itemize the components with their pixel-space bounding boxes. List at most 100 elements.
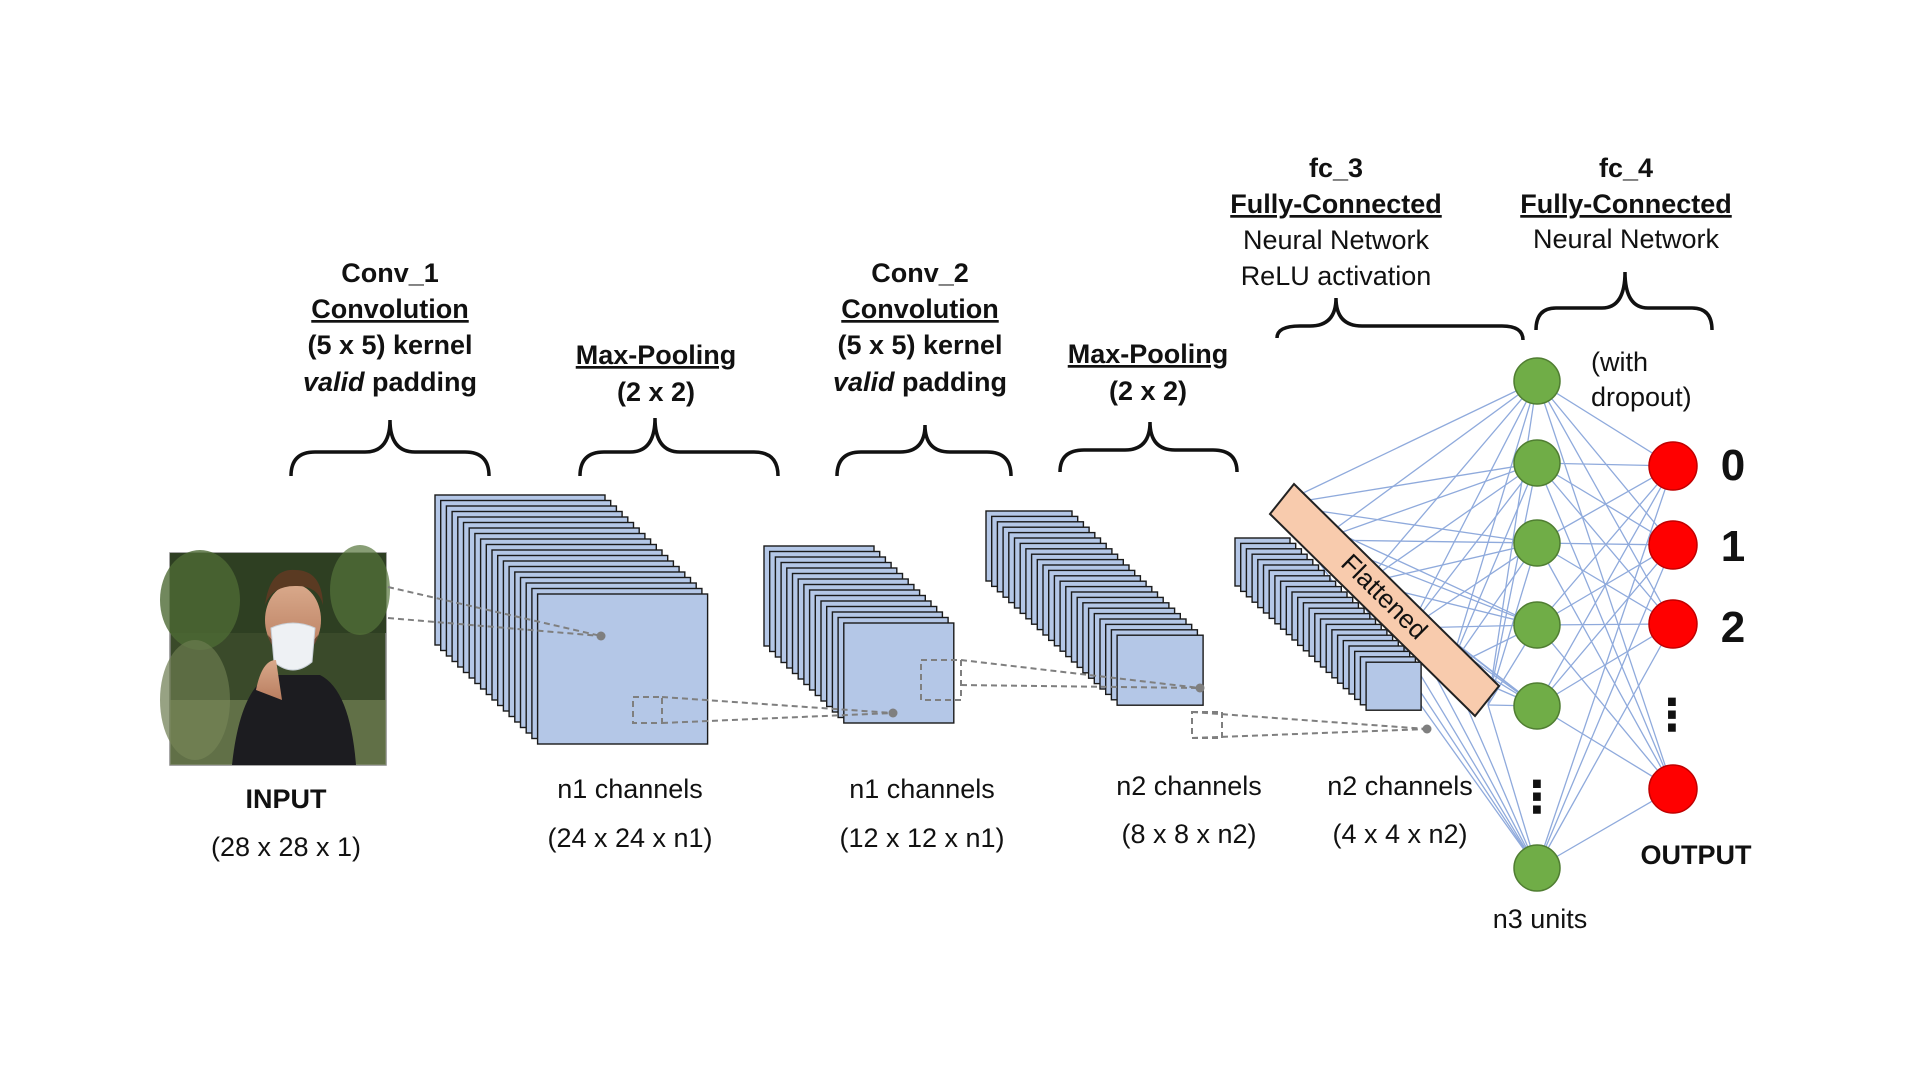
brace-pool1: [578, 417, 780, 477]
dropout-note-line2: dropout): [1591, 382, 1692, 412]
projection-input-bottom: [387, 617, 602, 637]
fc4-header: fc_4 Fully-Connected Neural Network (wit…: [1520, 153, 1732, 412]
projection-map3-top: [1191, 711, 1428, 730]
link-flatten-hidden: [1409, 462, 1538, 629]
link-hidden-output: [1536, 465, 1674, 869]
conv2-name: Conv_2: [871, 258, 969, 288]
projection-map2-top: [960, 659, 1201, 689]
conv2-maps-sheet: [1116, 634, 1204, 706]
map4-size: (4 x 4 x n2): [1332, 819, 1467, 849]
projection-map1-top: [661, 696, 894, 714]
link-flatten-hidden: [1319, 380, 1538, 541]
fc3-name: fc_3: [1309, 153, 1363, 183]
hidden-unit-3: [1513, 519, 1561, 567]
pool1-header: Max-Pooling (2 x 2): [576, 340, 737, 407]
output-ellipsis: ⋮: [1650, 691, 1694, 740]
conv2-header: Conv_2 Convolution (5 x 5) kernel valid …: [833, 258, 1007, 397]
conv2-padding-rest: padding: [895, 367, 1007, 397]
link-flatten-hidden: [1449, 542, 1538, 669]
kernel-box-map1: [632, 696, 663, 724]
link-hidden-output: [1536, 705, 1674, 790]
link-hidden-output: [1536, 380, 1674, 467]
brace-fc4: [1534, 271, 1714, 331]
conv2-padding: valid padding: [833, 367, 1007, 397]
output-unit-3: [1648, 599, 1698, 649]
link-flatten-hidden: [1487, 542, 1538, 706]
link-flatten-hidden: [1277, 462, 1538, 506]
map4-labels: n2 channels (4 x 4 x n2): [1327, 771, 1473, 849]
link-flatten-hidden: [1409, 542, 1538, 629]
layer-braces: [289, 271, 1714, 477]
fc3-header: fc_3 Fully-Connected Neural Network ReLU…: [1230, 153, 1442, 291]
conv1-name: Conv_1: [341, 258, 439, 288]
map3-channels: n2 channels: [1116, 771, 1262, 801]
link-hidden-output: [1536, 465, 1674, 626]
brace-conv1: [289, 419, 491, 477]
conv1-maps: [434, 494, 709, 745]
link-flatten-hidden: [1319, 539, 1538, 544]
link-flatten-hidden: [1364, 542, 1538, 584]
fc4-type: Fully-Connected: [1520, 189, 1732, 219]
conv1-padding: valid padding: [303, 367, 477, 397]
hidden-ellipsis: ⋮: [1515, 773, 1559, 822]
output-digit-0: 0: [1721, 441, 1745, 490]
output-unit-1: [1648, 441, 1698, 491]
pool1-maps: [763, 545, 955, 724]
map3-size: (8 x 8 x n2): [1121, 819, 1256, 849]
link-flatten-hidden: [1364, 380, 1538, 584]
link-hidden-output: [1536, 465, 1674, 544]
link-flatten-hidden: [1449, 462, 1538, 669]
map1-labels: n1 channels (24 x 24 x n1): [547, 774, 712, 853]
pool1-maps-sheet: [843, 622, 955, 724]
projection-point-3: [1195, 683, 1205, 693]
pool2-header: Max-Pooling (2 x 2): [1068, 339, 1229, 406]
conv2-kernel: (5 x 5) kernel: [837, 330, 1002, 360]
hidden-unit-1: [1513, 357, 1561, 405]
link-flatten-hidden: [1409, 380, 1538, 629]
fc3-line1: Neural Network: [1243, 225, 1430, 255]
projection-point-4: [1422, 724, 1432, 734]
hidden-unit-4: [1513, 601, 1561, 649]
output-unit-4: [1648, 764, 1698, 814]
hidden-unit-5: [1513, 682, 1561, 730]
pool2-size: (2 x 2): [1109, 376, 1187, 406]
link-hidden-output: [1536, 544, 1674, 707]
link-hidden-output: [1536, 623, 1674, 869]
output-digit-2: 2: [1721, 603, 1745, 652]
output-unit-2: [1648, 520, 1698, 570]
input-image: [160, 545, 390, 766]
projection-map3-bottom: [1191, 728, 1428, 739]
conv1-padding-rest: padding: [365, 367, 477, 397]
link-hidden-output: [1536, 380, 1674, 546]
conv1-kernel: (5 x 5) kernel: [307, 330, 472, 360]
input-labels: INPUT (28 x 28 x 1): [211, 784, 361, 862]
pool2-type: Max-Pooling: [1068, 339, 1229, 369]
fc3-type: Fully-Connected: [1230, 189, 1442, 219]
brace-pool2: [1058, 421, 1239, 473]
kernel-box-map3: [1191, 711, 1223, 739]
conv1-header: Conv_1 Convolution (5 x 5) kernel valid …: [303, 258, 477, 397]
input-size: (28 x 28 x 1): [211, 832, 361, 862]
conv2-padding-word: valid: [833, 367, 895, 397]
conv2-maps: [985, 510, 1204, 706]
map2-channels: n1 channels: [849, 774, 995, 804]
link-flatten-hidden: [1364, 462, 1538, 584]
link-hidden-output: [1536, 788, 1674, 869]
output-digit-1: 1: [1721, 522, 1745, 571]
receptive-field-projections: [387, 586, 1432, 739]
projection-input-top: [387, 586, 602, 637]
fc4-name: fc_4: [1599, 153, 1653, 183]
conv1-padding-word: valid: [303, 367, 365, 397]
map2-size: (12 x 12 x n1): [839, 823, 1004, 853]
fc3-line2: ReLU activation: [1241, 261, 1432, 291]
projection-point-2: [888, 708, 898, 718]
feature-map-stacks: [434, 494, 1422, 745]
brace-fc3: [1275, 297, 1525, 341]
conv1-type: Convolution: [311, 294, 468, 324]
link-flatten-hidden: [1487, 380, 1538, 706]
link-flatten-hidden: [1487, 704, 1538, 869]
conv2-type: Convolution: [841, 294, 998, 324]
link-flatten-hidden: [1449, 380, 1538, 669]
map4-channels: n2 channels: [1327, 771, 1473, 801]
